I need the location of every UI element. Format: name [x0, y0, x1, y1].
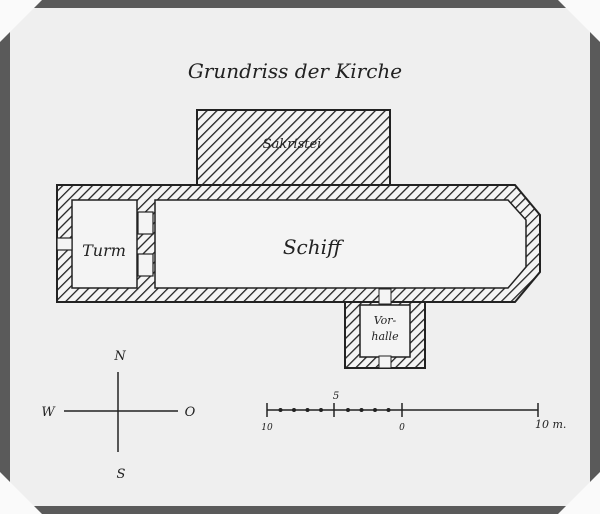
scale-tick — [373, 408, 377, 412]
porch-label-1: Vor- — [374, 314, 397, 327]
tower-entrance — [56, 237, 73, 251]
scale-tick — [319, 408, 323, 412]
compass-west: W — [41, 405, 56, 420]
nave — [154, 199, 527, 289]
tower — [71, 199, 138, 289]
scale-tick — [305, 408, 310, 412]
scale-tick — [292, 408, 296, 412]
scale-label-5: 5 — [333, 391, 339, 402]
compass-east: O — [185, 405, 196, 420]
plan-title: Grundriss der Kirche — [188, 59, 402, 83]
tower-doorway — [137, 253, 154, 277]
porch-interior — [359, 304, 411, 358]
compass-rose — [64, 372, 178, 452]
tower-label: Turm — [82, 241, 126, 260]
porch-entrance — [378, 355, 392, 369]
scale-label-10m: 10 m. — [535, 418, 566, 431]
scale-bar — [266, 403, 539, 417]
scale-label-10: 10 — [261, 423, 273, 433]
porch-door — [378, 288, 392, 305]
nave-label: Schiff — [283, 235, 345, 259]
compass-south: S — [117, 467, 126, 482]
scale-tick — [346, 408, 350, 412]
scale-tick — [359, 408, 364, 412]
porch-label-2: halle — [371, 330, 399, 343]
sacristy-label: Sakristei — [263, 137, 322, 152]
scale-label-0: 0 — [399, 423, 405, 433]
scale-tick — [386, 408, 391, 412]
tower-doorway — [137, 211, 154, 235]
scale-tick — [278, 408, 283, 412]
compass-north: N — [113, 349, 126, 364]
